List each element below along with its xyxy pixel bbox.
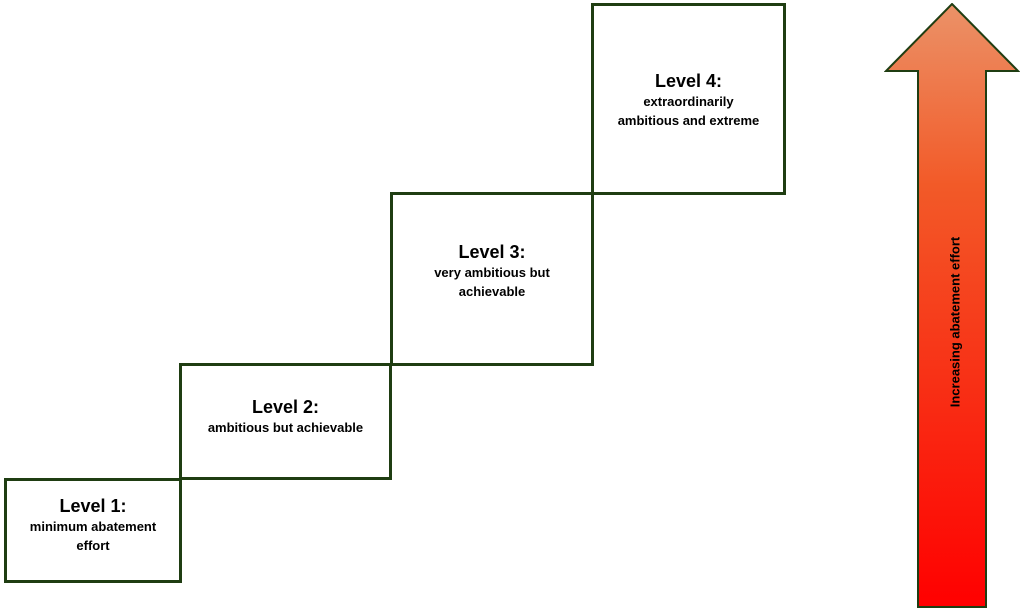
level-2-title: Level 2: (251, 397, 320, 417)
up-arrow-icon (884, 3, 1020, 608)
level-4-description-line-2: ambitious and extreme (617, 113, 760, 128)
arrow-shape (884, 3, 1020, 608)
level-4-description-line-1: extraordinarily (643, 94, 734, 109)
level-4-box: Level 4: extraordinarily ambitious and e… (591, 3, 786, 195)
level-3-title: Level 3: (458, 242, 526, 262)
level-2-box: Level 2: ambitious but achievable (179, 363, 392, 480)
level-3-description-line-2: achievable (458, 284, 526, 299)
level-3-box: Level 3: very ambitious but achievable (390, 192, 594, 366)
level-2-description-line-1: ambitious but achievable (207, 420, 364, 435)
level-1-description-line-2: effort (76, 538, 110, 553)
level-4-title: Level 4: (654, 71, 723, 91)
arrow-label: Increasing abatement effort (947, 236, 963, 408)
level-1-description-line-1: minimum abatement (29, 519, 157, 534)
level-1-box: Level 1: minimum abatement effort (4, 478, 182, 583)
level-1-title: Level 1: (59, 496, 127, 516)
level-3-description-line-1: very ambitious but (434, 265, 550, 280)
